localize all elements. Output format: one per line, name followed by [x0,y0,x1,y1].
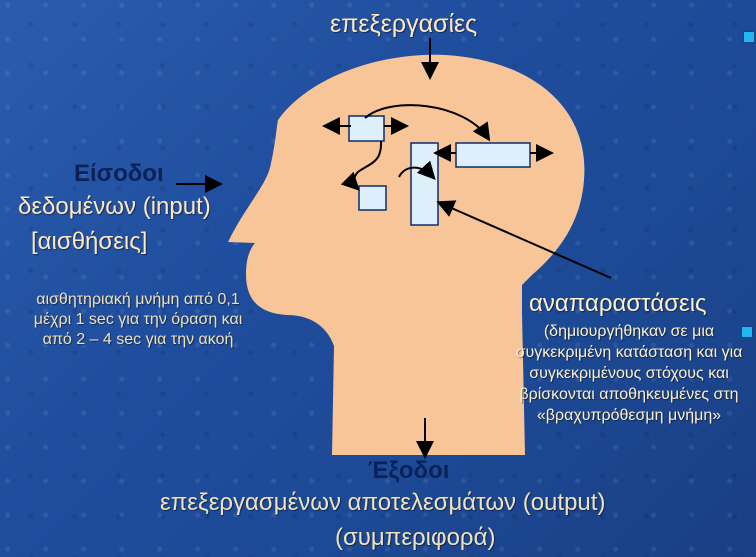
output-sub-label: (συμπεριφορά) [335,524,495,552]
input-sub-label: [αισθήσεις] [31,228,147,256]
input-title: Είσοδοι [74,160,164,188]
sensory-memory-note: αισθητηριακή μνήμη από 0,1 μέχρι 1 sec γ… [18,290,258,350]
output-title: Έξοδοι [368,457,449,485]
input-main-label: δεδομένων (input) [18,193,211,221]
processing-label: επεξεργασίες [330,10,477,39]
output-main-label: επεξεργασμένων αποτελεσμάτων (output) [160,489,605,517]
memory-box-small-bottom [359,186,386,210]
memory-box-wide [456,143,530,167]
representations-title: αναπαραστάσεις [529,290,707,318]
representations-note: (δημιουργήθηκαν σε μια συγκεκριμένη κατά… [504,321,754,426]
memory-box-tall [411,143,438,225]
memory-box-small-top [349,116,384,141]
